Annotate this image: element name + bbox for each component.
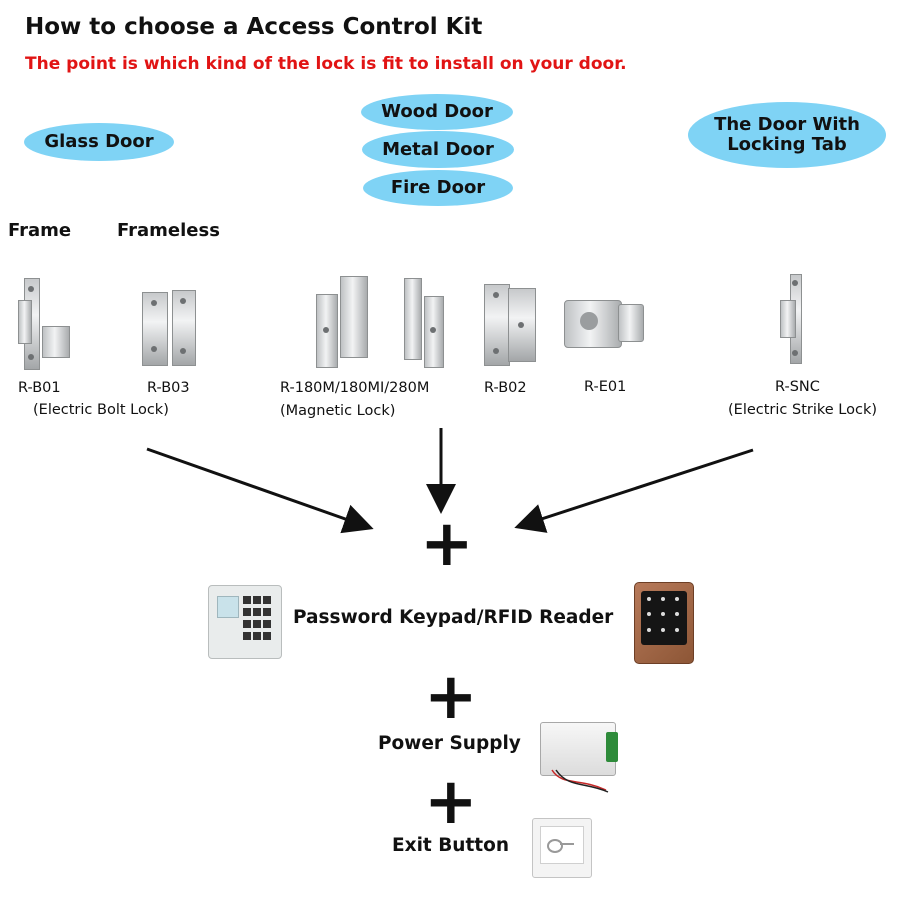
keypad-image <box>208 585 282 659</box>
frame-label: Frame <box>8 220 72 241</box>
power-supply-image <box>540 722 626 794</box>
magnetic-lock-image <box>312 272 447 368</box>
page-title: How to choose a Access Control Kit <box>25 14 483 40</box>
r-b03-model: R-B03 <box>147 380 190 396</box>
r-b01-model: R-B01 <box>18 380 61 396</box>
reader-label: Password Keypad/RFID Reader <box>293 607 614 628</box>
wood-door-pill: Wood Door <box>361 94 513 130</box>
rfid-reader-image <box>634 582 694 664</box>
exit-button-label: Exit Button <box>392 835 510 856</box>
fire-door-pill: Fire Door <box>363 170 513 206</box>
plus-sign-2: + <box>424 660 478 734</box>
glass-door-pill: Glass Door <box>24 123 174 161</box>
r-b02-model: R-B02 <box>484 380 527 396</box>
plus-sign-3: + <box>424 765 478 839</box>
r-b02-lock-image <box>478 282 540 366</box>
magnetic-type: (Magnetic Lock) <box>280 403 396 419</box>
r-b03-lock-image <box>138 290 200 366</box>
locking-tab-door-pill: The Door With Locking Tab <box>688 102 886 168</box>
r-b01-lock-image <box>14 278 74 370</box>
right-arrow <box>514 448 754 533</box>
r-snc-model: R-SNC <box>775 379 820 395</box>
r-b01-type: (Electric Bolt Lock) <box>33 402 169 418</box>
r-snc-type: (Electric Strike Lock) <box>728 402 878 418</box>
magnetic-model: R-180M/180MI/280M <box>280 380 430 396</box>
page-subtitle: The point is which kind of the lock is f… <box>25 54 627 74</box>
plus-sign-1: + <box>420 507 474 581</box>
r-e01-lock-image <box>560 294 648 352</box>
r-e01-model: R-E01 <box>584 379 627 395</box>
power-supply-label: Power Supply <box>378 733 521 754</box>
exit-button-image <box>532 818 592 878</box>
frameless-label: Frameless <box>117 220 220 241</box>
left-arrow <box>146 447 374 534</box>
metal-door-pill: Metal Door <box>362 131 514 168</box>
r-snc-lock-image <box>776 274 810 366</box>
